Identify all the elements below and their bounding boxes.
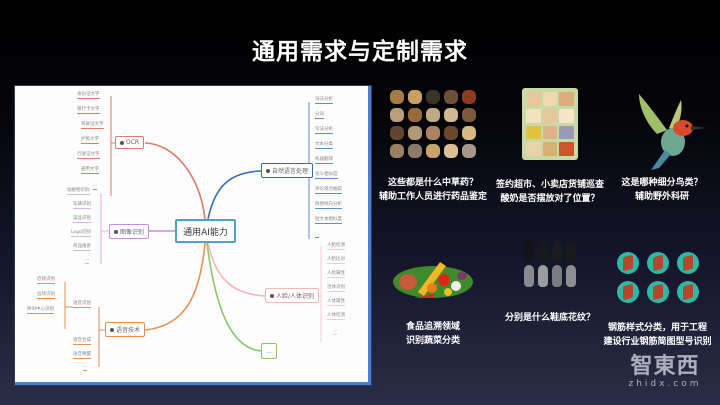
mindmap-center-node: 通用AI能力 [175, 219, 236, 243]
star-icon [114, 229, 118, 234]
mindmap-leaf: Logo识别 [71, 230, 91, 237]
watermark: 智東西 zhidx.com [620, 354, 710, 390]
case-bird-caption-1: 这是哪种细分鸟类？ [621, 178, 703, 188]
mindmap-leaf: 机器翻译 [315, 157, 333, 164]
case-herbs-caption-1: 这些都是什么中草药？ [387, 178, 478, 188]
slide-title: 通用需求与定制需求 [252, 39, 468, 65]
mindmap-leaf: 语音合成 [73, 338, 91, 345]
mindmap-leaf: ... [83, 364, 88, 371]
mindmap-leaf: ... [333, 328, 338, 335]
mindmap-node-face: 人脸/人体识别 [265, 288, 320, 303]
mindmap-leaf: 人脸比对 [327, 257, 345, 264]
mindmap-leaf: 通用文字 [81, 167, 99, 174]
mindmap-leaf: 身份证文字 [77, 92, 100, 99]
mindmap-leaf: 文本分类 [315, 142, 333, 149]
mindmap-leaf: 句法分析 [315, 127, 333, 134]
mindmap-node-nlp: 自然语言处理 [261, 163, 314, 178]
mindmap-leaf: 人体属性 [327, 299, 345, 306]
mindmap-leaf: 情感倾向分析 [315, 202, 342, 209]
mindmap-leaf: 菜品识别 [73, 216, 91, 223]
mindmap-leaf: 远场识别 [37, 292, 55, 299]
case-vegetables-caption-1: 食品追溯领域 [405, 322, 460, 332]
star-icon [266, 168, 270, 173]
store-shelf-icon [522, 88, 578, 160]
star-icon [110, 327, 114, 332]
case-vegetables: 食品追溯领域 识别蔬菜分类 [378, 252, 488, 348]
mindmap-leaf: 分词 [315, 112, 324, 119]
mindmap-leaf: 活体识别 [327, 285, 345, 292]
mindmap-leaf: 商品搜索 [73, 244, 91, 251]
mindmap-leaf: 语音唤醒 [73, 352, 91, 359]
case-bird: 这是哪种细分鸟类？ 辅助野外科研 [612, 88, 712, 204]
star-icon [120, 140, 124, 145]
case-shoe-soles: 分别是什么鞋底花纹？ [495, 240, 605, 325]
rebar-icon [616, 252, 699, 303]
mindmap-leaf: 护照文字 [81, 137, 99, 144]
mindmap-leaf: 近场识别 [37, 277, 55, 284]
case-vegetables-caption-2: 识别蔬菜分类 [405, 336, 460, 346]
case-herbs-caption-2: 辅助工作人员进行药品鉴定 [378, 192, 487, 202]
mindmap-leaf: ... [85, 257, 90, 264]
case-bird-caption-2: 辅助野外科研 [634, 192, 689, 202]
mindmap-leaf: 人脸检测 [327, 243, 345, 250]
mindmap-leaf: 呼叫中心识别 [27, 307, 54, 314]
mindmap-leaf: 人体检测 [327, 313, 345, 320]
mindmap-leaf: 驾驶证文字 [81, 122, 104, 129]
vegetables-icon [393, 262, 473, 298]
mindmap-leaf: 银行卡文字 [77, 107, 100, 114]
mindmap-node-ocr: OCR [115, 136, 145, 149]
case-rebar-caption-1: 钢筋样式分类，用于工程 [607, 323, 707, 333]
mindmap-leaf: 动植物识别 [67, 188, 90, 195]
mindmap-node-speech: 语音技术 [105, 322, 146, 337]
mindmap-leaf: 评论观点抽取 [315, 187, 342, 194]
star-icon [270, 293, 274, 298]
mindmap-node-more: ... [261, 343, 277, 359]
mindmap-leaf: 词法分析 [315, 97, 333, 104]
mindmap-leaf: ... [93, 183, 98, 190]
mindmap-leaf: 人脸属性 [327, 271, 345, 278]
mindmap-leaf: ... [315, 231, 320, 238]
shoe-sole-icon [524, 240, 576, 287]
mindmap-leaf: 车辆识别 [73, 202, 91, 209]
case-shoe-caption-1: 分别是什么鞋底花纹？ [504, 313, 595, 323]
mindmap-leaf: 行驶证文字 [77, 152, 100, 159]
mindmap-leaf: 语音识别 [73, 301, 91, 308]
mindmap-node-image: 图像识别 [109, 224, 150, 239]
watermark-logo: 智東西 [630, 354, 700, 379]
case-herbs: 这些都是什么中草药？ 辅助工作人员进行药品鉴定 [378, 90, 488, 204]
case-shelf: 签约超市、小卖店货铺巡查 酸奶是否摆放对了位置？ [490, 88, 610, 206]
case-shelf-caption-1: 签约超市、小卖店货铺巡查 [495, 180, 604, 190]
case-rebar-caption-2: 建设行业钢筋简图型号识别 [603, 337, 712, 347]
mindmap-screenshot: 通用AI能力 OCR 自然语言处理 图像识别 人脸/人体识别 语音技术 ... … [15, 86, 371, 385]
mindmap-leaf: 短文本相似度 [315, 217, 342, 224]
case-shelf-caption-2: 酸奶是否摆放对了位置？ [500, 194, 600, 204]
case-rebar: 钢筋样式分类，用于工程 建设行业钢筋简图型号识别 [600, 252, 715, 349]
watermark-url: zhidx.com [628, 379, 702, 389]
herb-grid-icon [390, 90, 476, 158]
mindmap-leaf: 语义相似度 [315, 172, 338, 179]
hummingbird-icon [639, 94, 707, 170]
